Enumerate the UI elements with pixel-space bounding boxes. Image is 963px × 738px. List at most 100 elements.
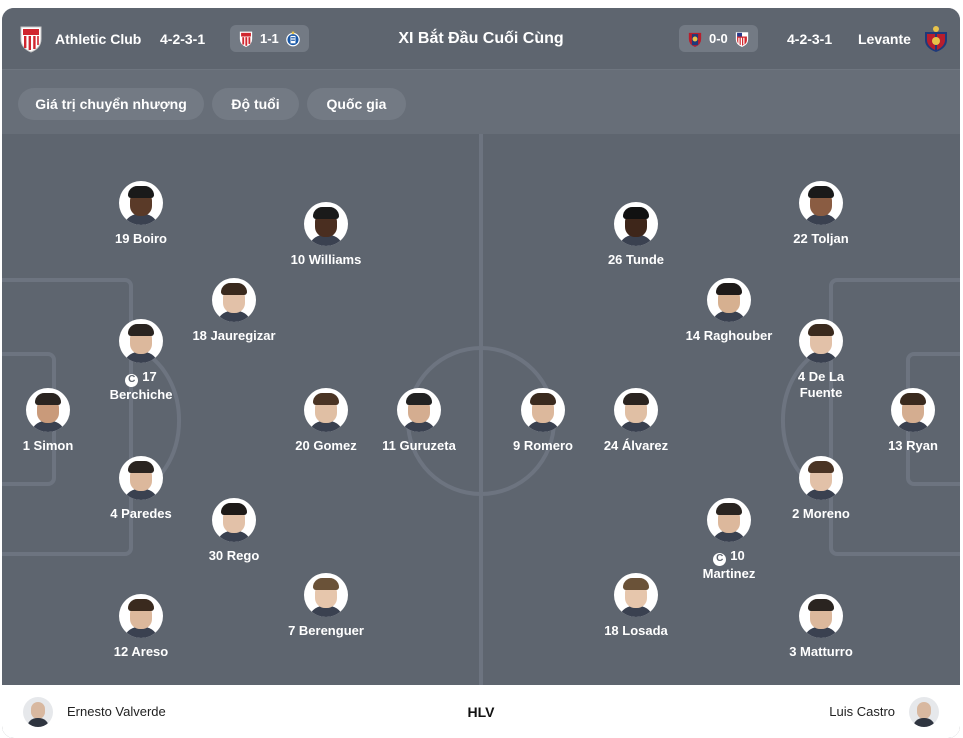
home-player[interactable]: 12 Areso bbox=[71, 594, 211, 660]
real-sociedad-crest-icon bbox=[286, 31, 300, 46]
home-player[interactable]: 1 Simon bbox=[2, 388, 118, 454]
coaches-bar: Ernesto Valverde HLV Luis Castro bbox=[2, 685, 960, 738]
home-formation: 4-2-3-1 bbox=[160, 31, 206, 47]
player-label: 18 Jauregizar bbox=[192, 328, 276, 343]
home-coach-avatar bbox=[23, 696, 53, 727]
player-avatar bbox=[614, 202, 658, 246]
home-player[interactable]: 10 Williams bbox=[256, 202, 396, 268]
player-name: 20 Gomez bbox=[256, 438, 396, 454]
away-player[interactable]: 18 Losada bbox=[566, 573, 706, 639]
player-label: 11 Guruzeta bbox=[382, 438, 456, 453]
player-label-line2: Fuente bbox=[799, 385, 843, 400]
player-name: 22 Toljan bbox=[751, 231, 891, 247]
player-label: 14 Raghouber bbox=[685, 328, 773, 343]
home-player[interactable]: 19 Boiro bbox=[71, 181, 211, 247]
player-avatar bbox=[799, 594, 843, 638]
home-coach-name: Ernesto Valverde bbox=[67, 704, 166, 719]
away-player[interactable]: 22 Toljan bbox=[751, 181, 891, 247]
player-label: 4 Paredes bbox=[110, 506, 172, 521]
home-team[interactable]: Athletic Club bbox=[18, 8, 141, 70]
away-last-match[interactable]: 0-0 bbox=[679, 25, 758, 52]
player-name: 19 Boiro bbox=[71, 231, 211, 247]
lineup-card: Athletic Club 4-2-3-1 1-1 XI Bắt Đầu Cuố… bbox=[2, 8, 960, 738]
away-coach-avatar bbox=[909, 696, 939, 727]
player-avatar bbox=[397, 388, 441, 432]
filter-bar: Giá trị chuyển nhượng Độ tuổi Quốc gia bbox=[2, 70, 960, 134]
player-name: 1 Simon bbox=[2, 438, 118, 454]
home-player[interactable]: 18 Jauregizar bbox=[164, 278, 304, 344]
away-player[interactable]: 9 Romero bbox=[473, 388, 613, 454]
player-avatar bbox=[707, 498, 751, 542]
player-name: 3 Matturro bbox=[751, 644, 891, 660]
home-player[interactable]: 11 Guruzeta bbox=[349, 388, 489, 454]
player-name: 10 Williams bbox=[256, 252, 396, 268]
player-label: 24 Álvarez bbox=[603, 438, 669, 453]
home-team-name: Athletic Club bbox=[55, 31, 142, 47]
away-player[interactable]: 24 Álvarez bbox=[566, 388, 706, 454]
player-avatar bbox=[212, 278, 256, 322]
player-name: 2 Moreno bbox=[751, 506, 891, 522]
away-player[interactable]: 3 Matturro bbox=[751, 594, 891, 660]
player-name: 12 Areso bbox=[71, 644, 211, 660]
filter-transfer-value-button[interactable]: Giá trị chuyển nhượng bbox=[18, 88, 204, 120]
player-avatar bbox=[304, 202, 348, 246]
player-label: 26 Tunde bbox=[607, 252, 665, 267]
player-name: 18 Jauregizar bbox=[164, 328, 304, 344]
player-label: 10 bbox=[730, 548, 745, 563]
player-avatar bbox=[119, 456, 163, 500]
player-name: 7 Berenguer bbox=[256, 623, 396, 639]
player-label: 18 Losada bbox=[604, 623, 668, 638]
player-avatar bbox=[304, 388, 348, 432]
player-name: 24 Álvarez bbox=[566, 438, 706, 454]
player-avatar bbox=[891, 388, 935, 432]
away-team[interactable]: Levante bbox=[858, 8, 949, 70]
home-coach[interactable]: Ernesto Valverde bbox=[23, 685, 166, 738]
player-avatar bbox=[799, 319, 843, 363]
away-player[interactable]: 14 Raghouber bbox=[659, 278, 799, 344]
player-label: 1 Simon bbox=[22, 438, 74, 453]
player-label: 22 Toljan bbox=[793, 231, 849, 246]
player-avatar bbox=[304, 573, 348, 617]
filter-nationality-button[interactable]: Quốc gia bbox=[307, 88, 406, 120]
player-label: 12 Areso bbox=[113, 644, 169, 659]
atletico-madrid-crest-icon bbox=[735, 31, 748, 47]
captain-icon: C bbox=[125, 373, 139, 387]
filter-age-button[interactable]: Độ tuổi bbox=[212, 88, 299, 120]
home-player[interactable]: 30 Rego bbox=[164, 498, 304, 564]
player-avatar bbox=[799, 181, 843, 225]
captain-icon: C bbox=[713, 552, 727, 566]
away-coach[interactable]: Luis Castro bbox=[829, 685, 939, 738]
player-avatar bbox=[707, 278, 751, 322]
player-name: 26 Tunde bbox=[566, 252, 706, 268]
player-avatar bbox=[614, 388, 658, 432]
player-name: 18 Losada bbox=[566, 623, 706, 639]
away-player[interactable]: 2 Moreno bbox=[751, 456, 891, 522]
levante-mini-crest-icon bbox=[688, 32, 702, 47]
athletic-club-mini-crest-icon bbox=[239, 31, 253, 47]
levante-crest-icon bbox=[924, 26, 947, 52]
away-player[interactable]: 26 Tunde bbox=[566, 202, 706, 268]
player-label: 2 Moreno bbox=[792, 506, 850, 521]
player-label: 3 Matturro bbox=[789, 644, 853, 659]
player-label: 30 Rego bbox=[208, 548, 260, 563]
player-label: 13 Ryan bbox=[888, 438, 938, 453]
home-player[interactable]: 20 Gomez bbox=[256, 388, 396, 454]
away-player[interactable]: 13 Ryan bbox=[843, 388, 960, 454]
home-last-match[interactable]: 1-1 bbox=[230, 25, 309, 52]
player-name: 14 Raghouber bbox=[659, 328, 799, 344]
player-name: 30 Rego bbox=[164, 548, 304, 564]
player-label: 17 bbox=[142, 369, 157, 384]
player-label: 9 Romero bbox=[513, 438, 573, 453]
player-name: 11 Guruzeta bbox=[349, 438, 489, 454]
home-player[interactable]: 4 Paredes bbox=[71, 456, 211, 522]
player-label: 7 Berenguer bbox=[288, 623, 364, 638]
home-player[interactable]: 7 Berenguer bbox=[256, 573, 396, 639]
away-coach-name: Luis Castro bbox=[829, 704, 895, 719]
player-avatar bbox=[119, 319, 163, 363]
